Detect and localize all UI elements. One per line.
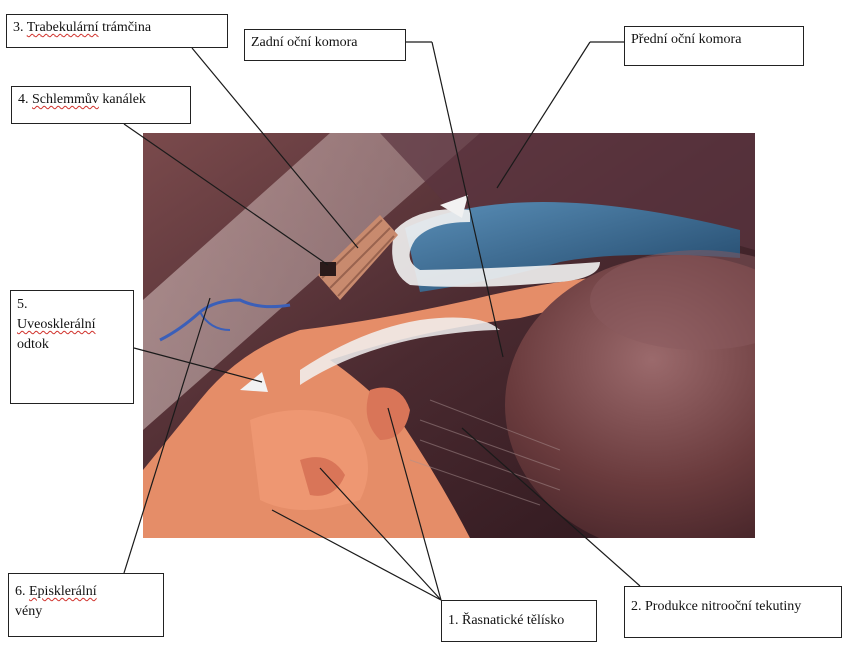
label-ciliary-body: 1. Řasnatické tělísko bbox=[441, 600, 597, 642]
label-episcleral-prefix: 6. bbox=[15, 584, 29, 599]
label-aqueous-production-text: 2. Produkce nitrooční tekutiny bbox=[631, 599, 801, 614]
label-schlemm-suffix: kanálek bbox=[99, 92, 146, 107]
label-schlemm-word: Schlemmův bbox=[32, 92, 99, 107]
label-schlemm-prefix: 4. bbox=[18, 92, 32, 107]
label-schlemm-canal: 4. Schlemmův kanálek bbox=[11, 86, 191, 124]
label-uveoscleral-outflow: 5. Uveosklerální odtok bbox=[10, 290, 134, 404]
label-episcleral-word: Episklerální bbox=[29, 584, 97, 599]
label-anterior-chamber: Přední oční komora bbox=[624, 26, 804, 66]
label-aqueous-production: 2. Produkce nitrooční tekutiny bbox=[624, 586, 842, 638]
label-posterior-chamber-text: Zadní oční komora bbox=[251, 35, 358, 50]
label-uveoscleral-word2: odtok bbox=[17, 335, 127, 355]
label-uveoscleral-word: Uveosklerální bbox=[17, 315, 127, 335]
label-episcleral-word2: vény bbox=[15, 602, 157, 622]
label-trabecular-word: Trabekulární bbox=[27, 20, 99, 35]
eye-cross-section-illustration bbox=[143, 133, 848, 555]
label-episcleral-veins: 6. Episklerální vény bbox=[8, 573, 164, 637]
label-ciliary-body-text: 1. Řasnatické tělísko bbox=[448, 613, 564, 628]
label-anterior-chamber-text: Přední oční komora bbox=[631, 32, 741, 47]
label-posterior-chamber: Zadní oční komora bbox=[244, 29, 406, 61]
label-trabecular-suffix: trámčina bbox=[99, 20, 151, 35]
label-trabecular-meshwork: 3. Trabekulární trámčina bbox=[6, 14, 228, 48]
label-trabecular-prefix: 3. bbox=[13, 20, 27, 35]
label-uveoscleral-number: 5. bbox=[17, 295, 127, 315]
